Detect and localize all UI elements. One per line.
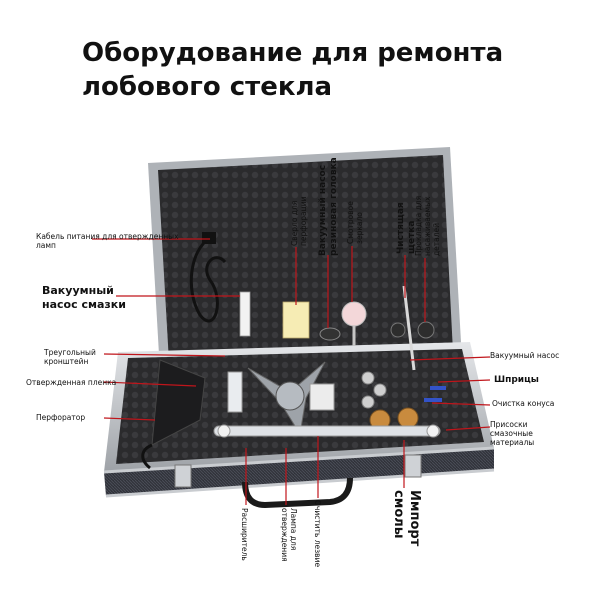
curing-lamp bbox=[213, 425, 441, 437]
label-vacuum-rubber-head: Вакуумный насос резиновая головка bbox=[318, 157, 339, 256]
inspection-mirror bbox=[341, 301, 367, 327]
rubber-head bbox=[319, 327, 341, 341]
label-expander: Расширитель bbox=[240, 508, 249, 561]
label-resin-import: Импорт смолы bbox=[391, 490, 422, 547]
label-vacuum-lube-pump: Вакуумный насос смазки bbox=[42, 284, 126, 311]
lid-items bbox=[189, 232, 435, 371]
label-syringes: Шприцы bbox=[494, 375, 539, 385]
label-suction-lube: Присоски смазочные материалы bbox=[490, 420, 535, 447]
label-triangle-bracket: Треугольный кронштейн bbox=[44, 348, 96, 366]
latch-right bbox=[404, 454, 422, 478]
latch-left bbox=[174, 464, 192, 488]
syringe-2 bbox=[424, 398, 442, 402]
syringe-1 bbox=[430, 386, 446, 390]
drill-bit-card bbox=[282, 301, 310, 339]
label-drill: Перфоратор bbox=[36, 413, 86, 422]
pad-1 bbox=[417, 321, 435, 339]
label-drill-bit: Сверло для перфорации bbox=[290, 196, 308, 247]
label-curing-lamp: Лампа для отверждения bbox=[280, 508, 298, 562]
page-title: Оборудование для ремонта лобового стекла bbox=[82, 38, 504, 102]
blades bbox=[309, 383, 335, 411]
cleaning-brush bbox=[402, 285, 416, 371]
label-cured-film: Отвержденная пленка bbox=[26, 378, 117, 387]
power-plug bbox=[202, 232, 216, 244]
label-clean-blade: Очистить лезвие bbox=[313, 500, 322, 568]
pad-2 bbox=[390, 322, 406, 338]
power-cable bbox=[189, 236, 227, 323]
drill-tool bbox=[151, 359, 206, 446]
base-items bbox=[141, 359, 446, 470]
resin-jar-2 bbox=[397, 407, 419, 429]
case-handle bbox=[242, 477, 353, 509]
curing-film bbox=[227, 371, 243, 413]
label-cone-cleaning: Очистка конуса bbox=[492, 399, 555, 408]
label-power-cable: Кабель питания для отвержденных ламп bbox=[36, 232, 179, 250]
annotation-lines bbox=[92, 238, 491, 505]
label-vacuum-pump: Вакуумный насос bbox=[490, 351, 560, 360]
case-lid bbox=[148, 147, 462, 372]
label-pad: Прокладка для насаживаемых деталей bbox=[414, 195, 441, 256]
lube-tube bbox=[239, 291, 251, 337]
label-inspection-mirror: Смотровое зеркало bbox=[346, 201, 364, 244]
